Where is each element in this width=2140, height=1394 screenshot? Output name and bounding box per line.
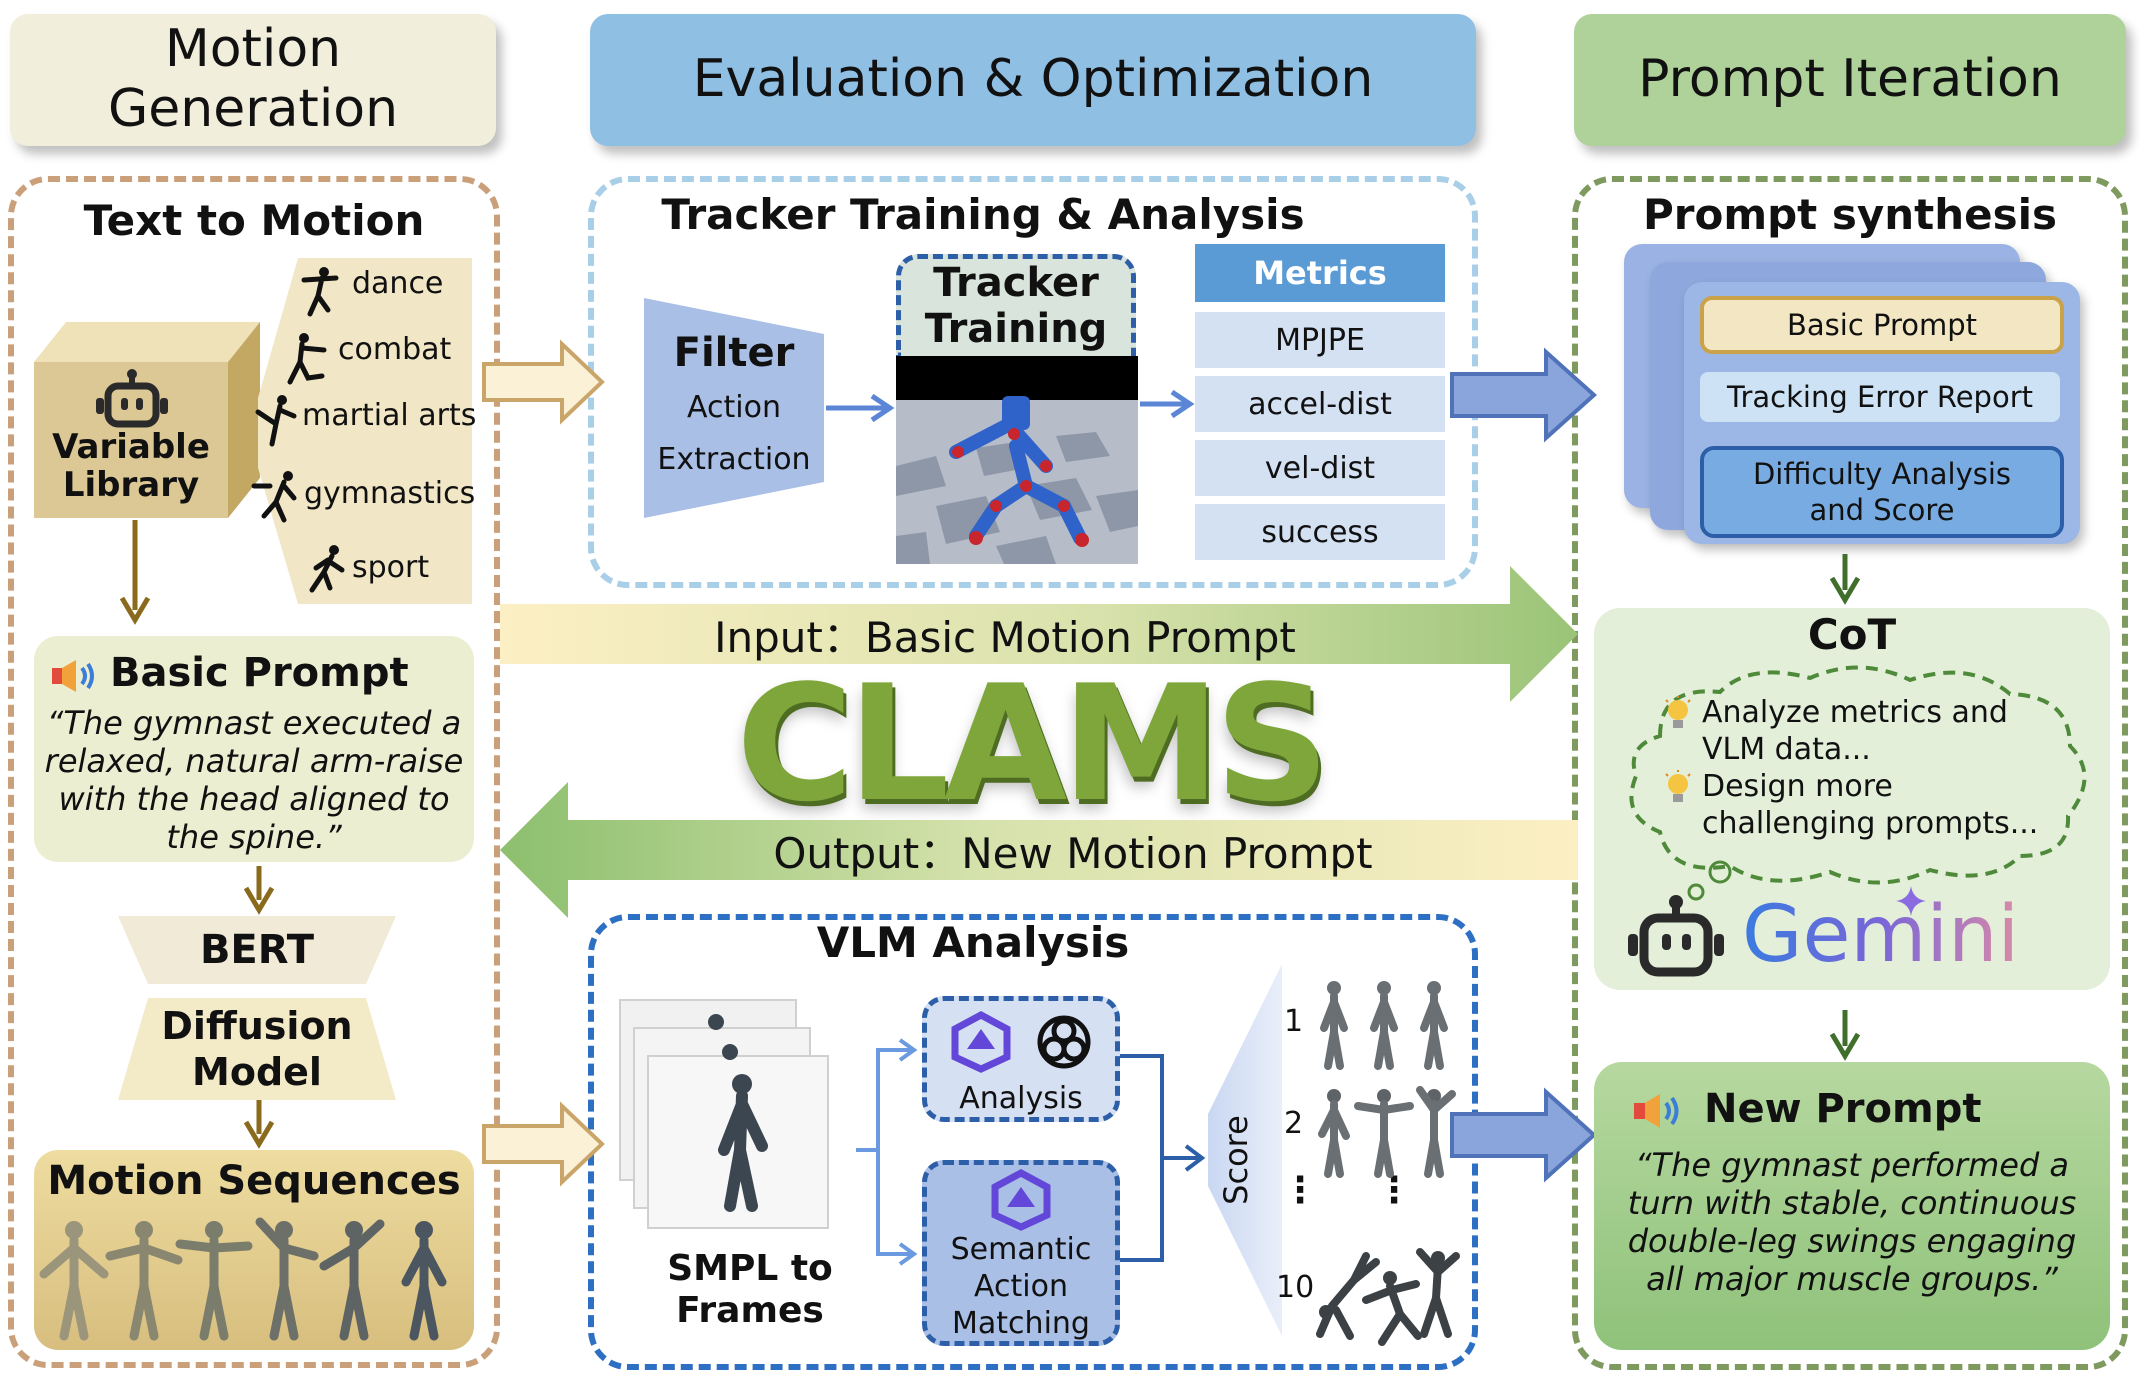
metric-vel-dist: vel-dist: [1195, 440, 1445, 496]
rank-10: 10: [1276, 1270, 1315, 1305]
rank-2: 2: [1284, 1106, 1304, 1141]
left-panel: [8, 176, 500, 1368]
vlm-title: VLM Analysis: [816, 918, 1130, 967]
metric-mpjpe: MPJPE: [1195, 312, 1445, 368]
analysis-box: Analysis: [922, 996, 1120, 1122]
tracker-training-label: Tracker Training: [924, 260, 1108, 352]
bert-label: BERT: [199, 927, 315, 973]
robot-icon: [96, 369, 168, 428]
dance-icon: [301, 267, 339, 317]
diffusion-label: Diffusion Model: [161, 1004, 353, 1094]
new-prompt-text: “The gymnast performed a turn with stabl…: [1627, 1146, 2077, 1298]
robot-icon: [1628, 895, 1724, 977]
cot-line-2: Design more challenging prompts...: [1702, 769, 2039, 841]
filter-title: Filter: [673, 330, 795, 376]
gemini-logo: Gemini: [1742, 890, 2020, 980]
header-prompt-iteration: Prompt Iteration: [1574, 14, 2126, 146]
output-arrow-banner: [500, 782, 1578, 918]
header-evaluation-optimization: Evaluation & Optimization: [590, 14, 1476, 146]
tracker-title: Tracker Training & Analysis: [661, 190, 1305, 239]
text-to-motion-title: Text to Motion: [83, 196, 425, 245]
new-prompt-title: New Prompt: [1704, 1086, 1982, 1132]
input-label: Input：Basic Motion Prompt: [714, 612, 1296, 662]
basic-prompt-title: Basic Prompt: [110, 650, 409, 696]
filter-action: Action: [687, 390, 781, 425]
motion-sequence-figures: [39, 1217, 447, 1341]
motion-sequences-card: Motion Sequences: [34, 1150, 474, 1350]
arrow-synthesis-to-cot: [1829, 554, 1861, 605]
basic-prompt-card: Basic Prompt “The gymnast executed a rel…: [34, 636, 474, 862]
category-martial-arts: martial arts: [302, 398, 477, 433]
sport-icon: [309, 545, 345, 593]
lightbulb-icon: [1665, 696, 1691, 728]
filter-shape: [644, 298, 824, 518]
tracker-simulation-image: [896, 356, 1138, 564]
score-wedge: [1208, 964, 1282, 1336]
prompt-synthesis-title: Prompt synthesis: [1642, 190, 2057, 239]
arrow-diffusion-to-sequences: [243, 1100, 275, 1149]
openai-icon: [1037, 1015, 1091, 1069]
category-fan: [258, 258, 472, 604]
arrow-cot-to-new-prompt: [1829, 1010, 1861, 1061]
arrow-library-to-prompt: [119, 520, 151, 625]
arrow-categories-to-filter: [482, 339, 605, 425]
arrow-filter-to-training: [826, 393, 895, 423]
frame-stack: [619, 999, 829, 1229]
category-sport: sport: [352, 550, 430, 585]
synthesis-difficulty: Difficulty Analysis and Score: [1700, 446, 2064, 538]
semantic-matching-box: Semantic Action Matching: [922, 1160, 1120, 1346]
semantic-matching-label: Semantic Action Matching: [950, 1232, 1092, 1341]
qwen-icon: [991, 1169, 1051, 1231]
category-dance: dance: [352, 266, 444, 301]
vlm-merge-connectors: [1120, 1054, 1206, 1262]
right-panel: [1572, 176, 2128, 1370]
clams-logo: CLAMS: [736, 649, 1330, 837]
analysis-label: Analysis: [959, 1081, 1083, 1116]
rank-dots: ⋮: [1282, 1170, 1318, 1211]
rank-dots-figures: ⋮: [1376, 1170, 1412, 1211]
ranked-motion-figures: [1316, 981, 1460, 1346]
sparkle-icon: [1896, 886, 1926, 916]
lightbulb-icon: [1665, 770, 1691, 802]
synthesis-basic-prompt: Basic Prompt: [1700, 296, 2064, 354]
speaker-icon: [1634, 1094, 1679, 1128]
rank-1: 1: [1284, 1004, 1304, 1039]
basic-prompt-text: “The gymnast executed a relaxed, natural…: [44, 704, 464, 856]
diffusion-shape: [118, 998, 396, 1100]
thought-cloud: [1629, 665, 2087, 901]
output-label: Output：New Motion Prompt: [773, 828, 1373, 878]
synthesis-tracking-error: Tracking Error Report: [1700, 372, 2060, 422]
input-arrow-banner: [500, 566, 1578, 702]
tracker-training-header: [896, 254, 1136, 358]
metrics-header: Metrics: [1195, 244, 1445, 302]
category-gymnastics: gymnastics: [304, 476, 476, 511]
arrow-sequences-to-frames: [482, 1101, 605, 1187]
metric-success: success: [1195, 504, 1445, 560]
martial-arts-icon: [255, 395, 297, 447]
metric-accel-dist: accel-dist: [1195, 376, 1445, 432]
arrow-training-to-metrics: [1140, 389, 1195, 419]
qwen-icon: [951, 1011, 1011, 1073]
vlm-branch-connectors: [856, 1038, 918, 1266]
bert-shape: [118, 916, 396, 984]
category-combat: combat: [338, 332, 452, 367]
gymnastics-icon: [251, 471, 297, 523]
smpl-to-frames-label: SMPL to Frames: [667, 1248, 833, 1331]
new-prompt-card: New Prompt “The gymnast performed a turn…: [1594, 1062, 2110, 1350]
arrow-scores-to-new-prompt: [1450, 1087, 1597, 1183]
motion-sequences-title: Motion Sequences: [47, 1158, 461, 1204]
variable-library-label: Variable Library: [52, 427, 210, 505]
arrow-metrics-to-synthesis: [1450, 347, 1597, 443]
speaker-icon: [52, 660, 94, 692]
arrow-prompt-to-bert: [243, 866, 275, 915]
combat-icon: [287, 333, 327, 385]
cot-line-1: Analyze metrics and VLM data...: [1702, 695, 2008, 767]
header-motion-generation: Motion Generation: [10, 14, 496, 146]
cot-title: CoT: [1807, 610, 1897, 659]
filter-extraction: Extraction: [657, 442, 811, 477]
score-label: Score: [1217, 1115, 1255, 1205]
